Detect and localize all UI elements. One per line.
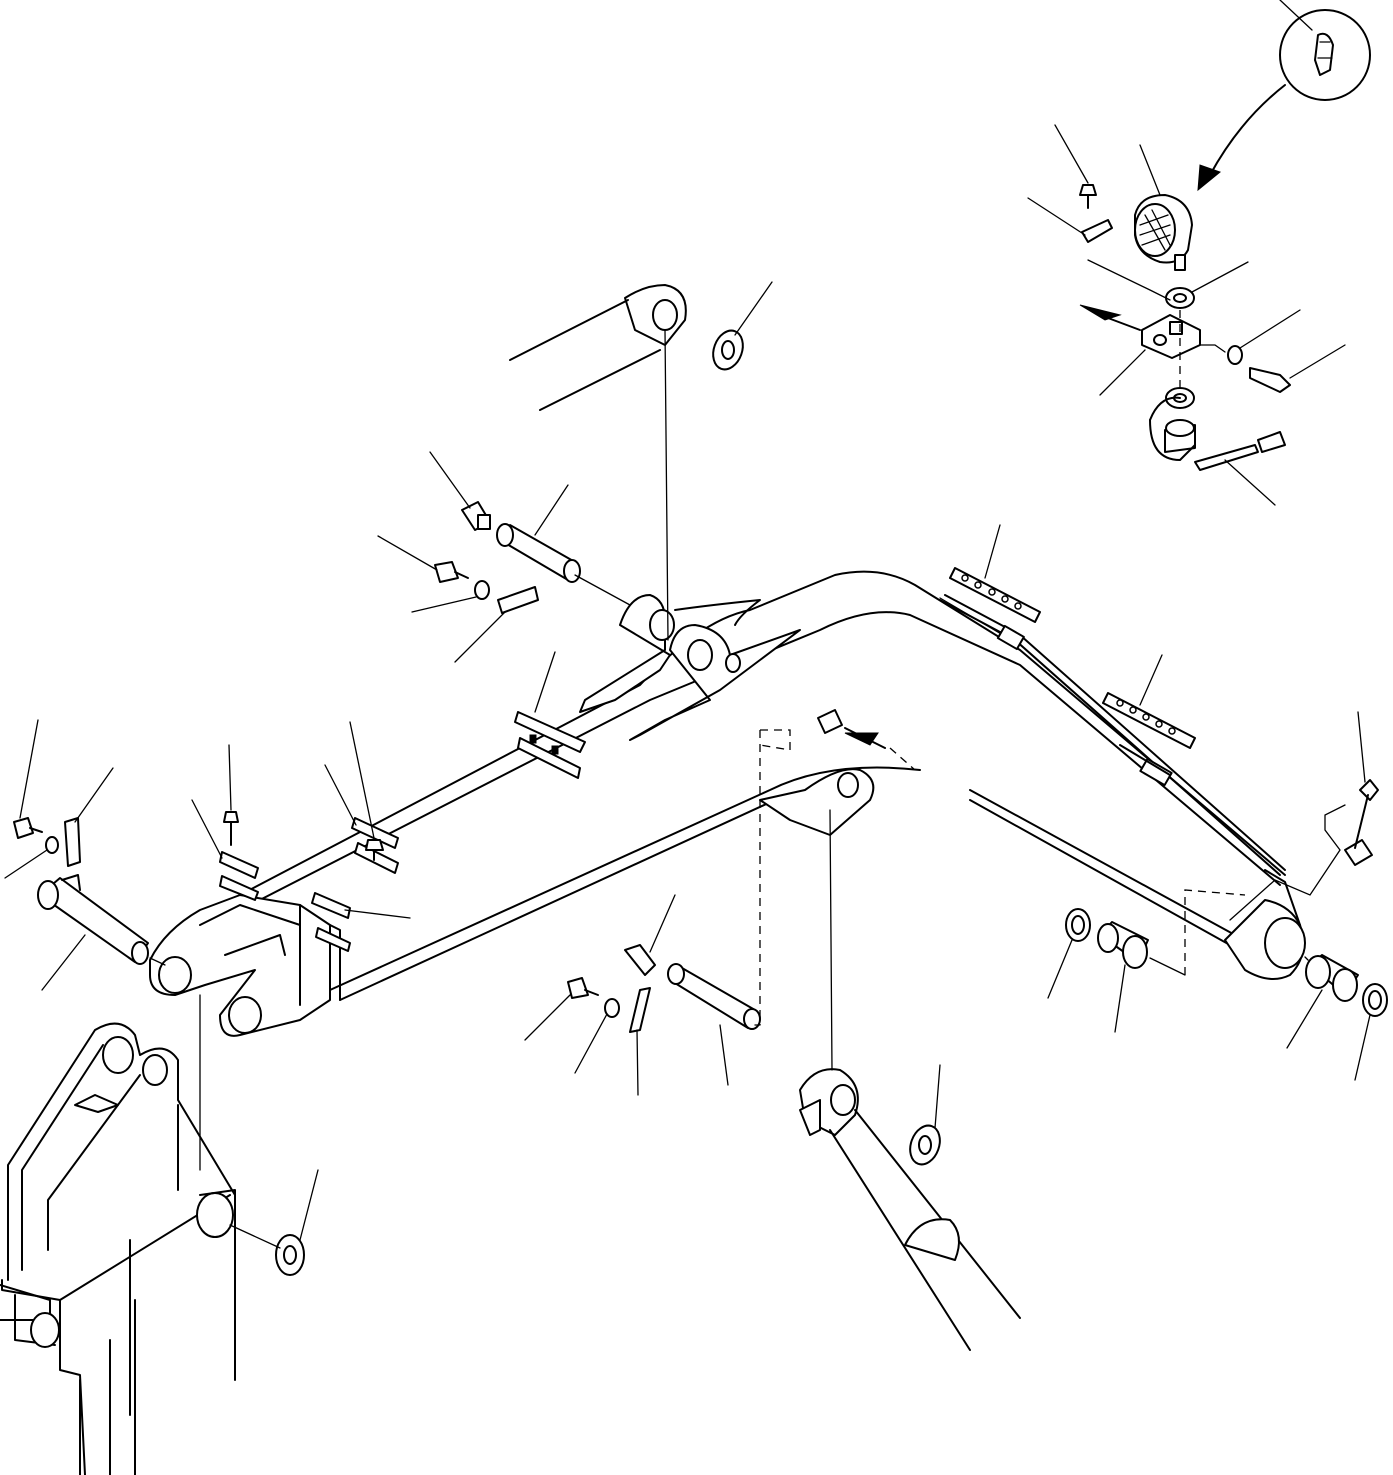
boom-washer xyxy=(229,1169,319,1276)
grease-fitting-right xyxy=(1229,711,1379,921)
lamp-assembly xyxy=(1027,124,1346,506)
bucket-cylinder-pin xyxy=(524,730,761,1096)
bushing-left xyxy=(1047,889,1246,1033)
clamp-bolts xyxy=(223,721,384,861)
arm-cylinder-pin xyxy=(377,451,631,663)
bucket-cylinder xyxy=(759,709,1021,1351)
hydraulic-pipes xyxy=(939,594,1286,876)
boom-foot-pin xyxy=(4,719,201,1171)
bulb-detail xyxy=(1197,0,1371,192)
arm-cylinder xyxy=(509,281,773,641)
hose-clamps xyxy=(191,524,1196,952)
boom-structure xyxy=(0,1022,236,1475)
bushing-right xyxy=(1286,954,1388,1081)
arm-body xyxy=(149,570,1306,1037)
